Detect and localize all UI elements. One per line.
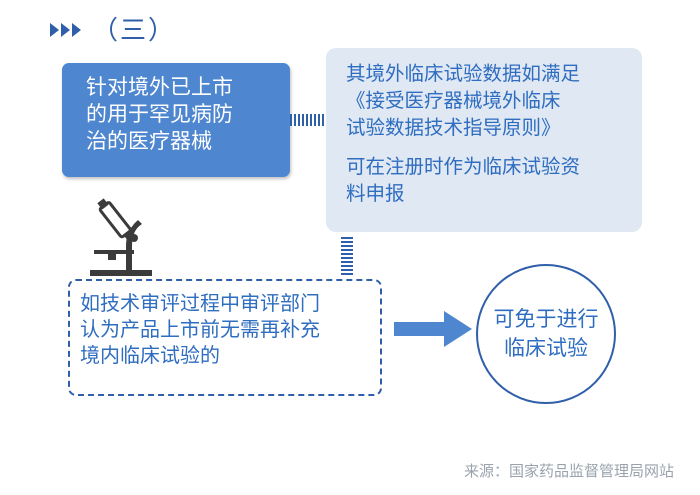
requirement-line: 料申报 xyxy=(346,182,405,205)
outcome-circle: 可免于进行 临床试验 xyxy=(476,264,616,404)
dotted-connector-horizontal xyxy=(290,114,330,126)
condition-line: 针对境外已上市 xyxy=(86,75,233,99)
triple-chevron-right-icon xyxy=(50,23,81,37)
requirement-line: 可在注册时作为临床试验资 xyxy=(346,155,581,178)
review-condition-box: 如技术审评过程中审评部门 认为产品上市前无需再补充 境内临床试验的 xyxy=(68,279,382,396)
requirement-paragraph-2: 可在注册时作为临床试验资 料申报 xyxy=(346,153,632,207)
condition-line: 治的医疗器械 xyxy=(86,129,212,153)
review-line: 如技术审评过程中审评部门 xyxy=(80,291,320,315)
condition-box: 针对境外已上市 的用于罕见病防 治的医疗器械 xyxy=(62,63,290,177)
requirement-box: 其境外临床试验数据如满足 《接受医疗器械境外临床 试验数据技术指导原则》 可在注… xyxy=(326,48,642,232)
dotted-connector-vertical xyxy=(341,237,353,275)
outcome-line: 可免于进行 xyxy=(493,307,599,331)
requirement-line: 试验数据技术指导原则》 xyxy=(346,116,561,139)
source-caption: 来源：国家药品监督管理局网站 xyxy=(463,462,674,480)
requirement-paragraph-1: 其境外临床试验数据如满足 《接受医疗器械境外临床 试验数据技术指导原则》 xyxy=(346,60,632,141)
review-line: 认为产品上市前无需再补充 xyxy=(80,317,320,341)
microscope-icon xyxy=(90,198,152,276)
arrow-right-icon xyxy=(394,311,472,347)
section-title: （三） xyxy=(92,16,177,46)
requirement-line: 其境外临床试验数据如满足 xyxy=(346,62,581,85)
review-line: 境内临床试验的 xyxy=(80,343,220,367)
condition-line: 的用于罕见病防 xyxy=(86,102,233,126)
outcome-line: 临床试验 xyxy=(504,336,588,360)
requirement-line: 《接受医疗器械境外临床 xyxy=(346,89,561,112)
